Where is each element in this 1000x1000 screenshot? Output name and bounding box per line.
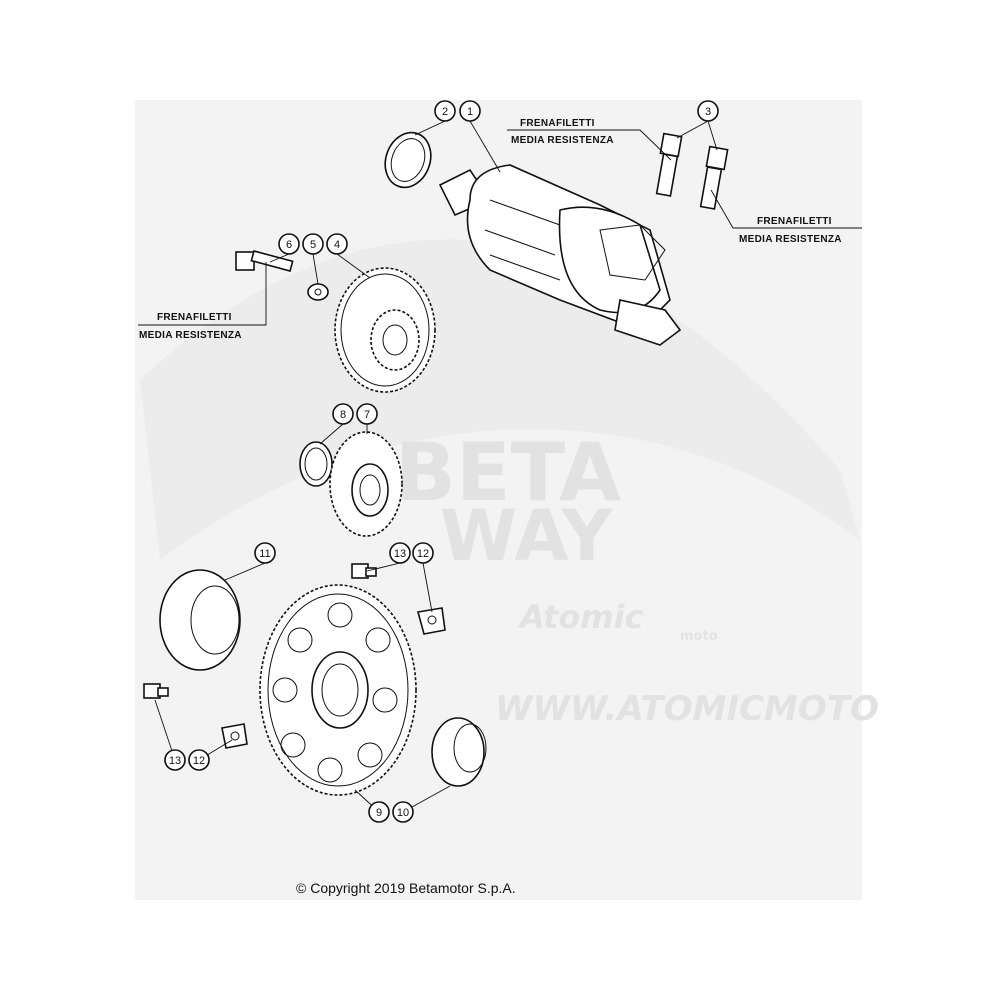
callout-2: 2 (434, 100, 456, 122)
svg-text:13: 13 (169, 755, 181, 767)
callout-9: 9 (368, 801, 390, 823)
watermark-brand-top: BETA (395, 426, 621, 519)
note-line1: FRENAFILETTI (757, 216, 832, 227)
watermark-logo: Atomic (517, 598, 644, 636)
svg-text:12: 12 (193, 755, 205, 767)
svg-text:2: 2 (442, 106, 448, 118)
svg-text:4: 4 (334, 239, 340, 251)
svg-text:5: 5 (310, 239, 316, 251)
svg-text:11: 11 (259, 548, 270, 560)
svg-text:6: 6 (286, 239, 292, 251)
bushing-part (431, 717, 487, 787)
svg-text:10: 10 (397, 807, 409, 819)
callout-10: 10 (392, 801, 414, 823)
svg-text:1: 1 (467, 106, 473, 118)
washer-part (307, 283, 329, 301)
callout-12: 12 (412, 542, 434, 564)
screw-plate-lower-part (143, 683, 248, 749)
note-threadlocker-1: FRENAFILETTI MEDIA RESISTENZA (511, 118, 614, 146)
watermark: BETA WAY Atomic moto WWW.ATOMICMOTO (140, 239, 879, 729)
note-line1: FRENAFILETTI (157, 312, 232, 323)
copyright-text: © Copyright 2019 Betamotor S.p.A. (296, 880, 516, 896)
callout-7: 7 (356, 403, 378, 425)
screw-plate-upper-part (351, 563, 446, 635)
callout-6: 6 (278, 233, 300, 255)
callout-4: 4 (326, 233, 348, 255)
callout-3: 3 (697, 100, 719, 122)
starter-motor-part (438, 164, 682, 346)
svg-text:7: 7 (364, 409, 370, 421)
watermark-logo-sub: moto (680, 629, 718, 644)
svg-text:3: 3 (705, 106, 711, 118)
svg-text:12: 12 (417, 548, 429, 560)
watermark-brand-bottom: WAY (440, 495, 614, 577)
large-gear-part (259, 584, 417, 796)
callout-13: 13 (164, 749, 186, 771)
intermediate-gear-part (334, 267, 436, 393)
note-line2: MEDIA RESISTENZA (511, 135, 614, 146)
callout-1: 1 (459, 100, 481, 122)
o-ring-part (384, 131, 432, 189)
note-line1: FRENAFILETTI (520, 118, 595, 129)
callout-8: 8 (332, 403, 354, 425)
note-line2: MEDIA RESISTENZA (139, 330, 242, 341)
screw-part (235, 250, 294, 272)
svg-text:9: 9 (376, 807, 382, 819)
callout-5: 5 (302, 233, 324, 255)
callout-12: 12 (188, 749, 210, 771)
watermark-url: WWW.ATOMICMOTO (495, 689, 879, 729)
bearing-ring-part (159, 569, 241, 671)
svg-text:8: 8 (340, 409, 346, 421)
note-threadlocker-3: FRENAFILETTI MEDIA RESISTENZA (139, 312, 242, 341)
note-threadlocker-2: FRENAFILETTI MEDIA RESISTENZA (739, 216, 842, 245)
note-line2: MEDIA RESISTENZA (739, 234, 842, 245)
small-gear-part (329, 431, 403, 537)
bolts-part (655, 132, 729, 210)
callout-13: 13 (389, 542, 411, 564)
circlip-part (299, 441, 333, 487)
svg-text:13: 13 (394, 548, 406, 560)
callout-11: 11 (254, 542, 276, 564)
